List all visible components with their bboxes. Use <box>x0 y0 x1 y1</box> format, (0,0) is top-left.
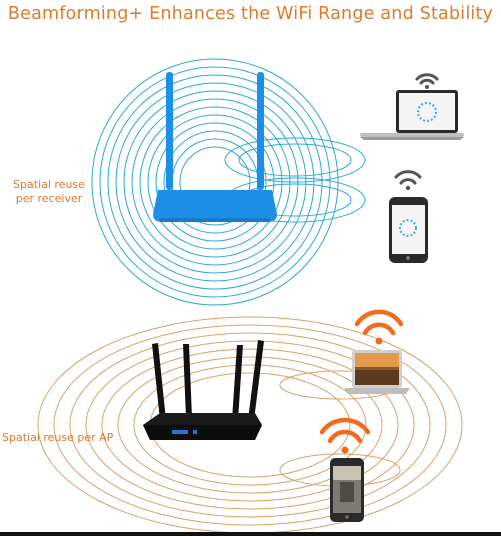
wifi-signal-bottom-phone-icon <box>319 417 371 454</box>
wifi-signal-top-laptop-icon <box>415 73 439 89</box>
wifi-signal-top-phone-icon <box>394 170 422 191</box>
phone-bottom <box>330 458 364 522</box>
wifi-signal-bottom-laptop-icon <box>354 309 404 345</box>
spatial-reuse-ap-label: Spatial reuse per AP <box>2 431 114 444</box>
phone-top <box>389 197 428 263</box>
black-router <box>143 340 264 440</box>
bottom-border <box>0 532 501 536</box>
laptop-top <box>360 90 464 140</box>
laptop-bottom <box>344 350 410 394</box>
diagram-title: Beamforming+ Enhances the WiFi Range and… <box>7 4 494 24</box>
spatial-reuse-receiver-label: Spatial reuse per receiver <box>13 178 85 205</box>
blue-router <box>153 72 277 222</box>
